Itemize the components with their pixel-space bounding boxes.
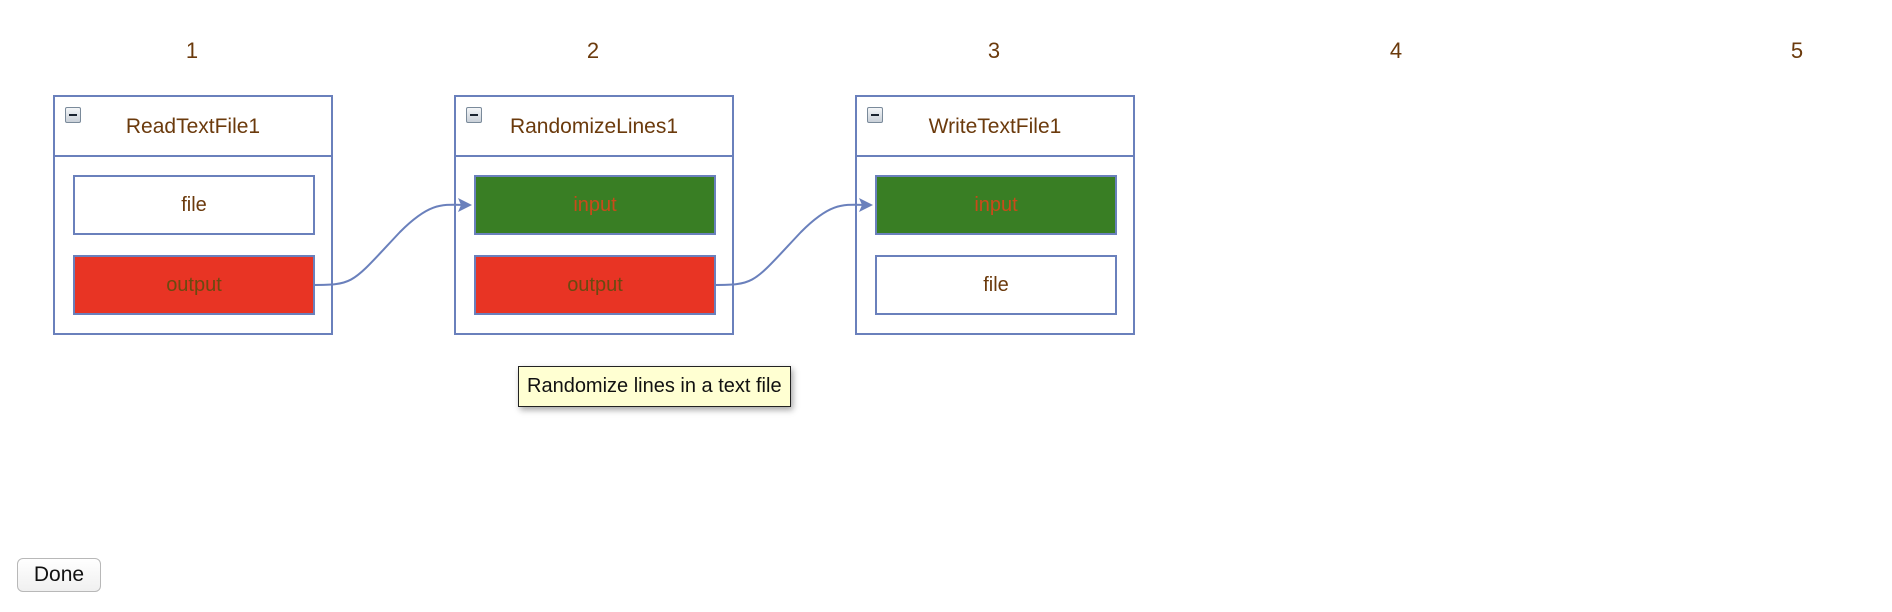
link-readtextfile-to-randomizelines[interactable] — [312, 203, 471, 286]
port-file[interactable]: file — [875, 255, 1117, 315]
column-label-1: 1 — [185, 38, 199, 63]
collapse-icon[interactable] — [65, 107, 81, 123]
column-label-3: 3 — [987, 38, 1001, 63]
node-header[interactable]: WriteTextFile1 — [857, 97, 1133, 157]
node-randomize-lines[interactable]: RandomizeLines1 input output — [454, 95, 734, 335]
port-input[interactable]: input — [474, 175, 716, 235]
port-file[interactable]: file — [73, 175, 315, 235]
column-label-4: 4 — [1389, 38, 1403, 63]
column-label-2: 2 — [586, 38, 600, 63]
done-button[interactable]: Done — [17, 558, 101, 592]
node-tooltip: Randomize lines in a text file — [518, 366, 791, 407]
node-header[interactable]: ReadTextFile1 — [55, 97, 331, 157]
node-title: RandomizeLines1 — [509, 115, 679, 138]
port-output[interactable]: output — [474, 255, 716, 315]
node-read-text-file[interactable]: ReadTextFile1 file output — [53, 95, 333, 335]
collapse-icon[interactable] — [867, 107, 883, 123]
collapse-icon[interactable] — [466, 107, 482, 123]
port-input[interactable]: input — [875, 175, 1117, 235]
column-label-5: 5 — [1790, 38, 1804, 63]
link-randomizelines-to-writetextfile[interactable] — [713, 203, 872, 286]
node-title: ReadTextFile1 — [125, 115, 261, 138]
node-title: WriteTextFile1 — [928, 115, 1062, 138]
port-output[interactable]: output — [73, 255, 315, 315]
node-header[interactable]: RandomizeLines1 — [456, 97, 732, 157]
node-write-text-file[interactable]: WriteTextFile1 input file — [855, 95, 1135, 335]
